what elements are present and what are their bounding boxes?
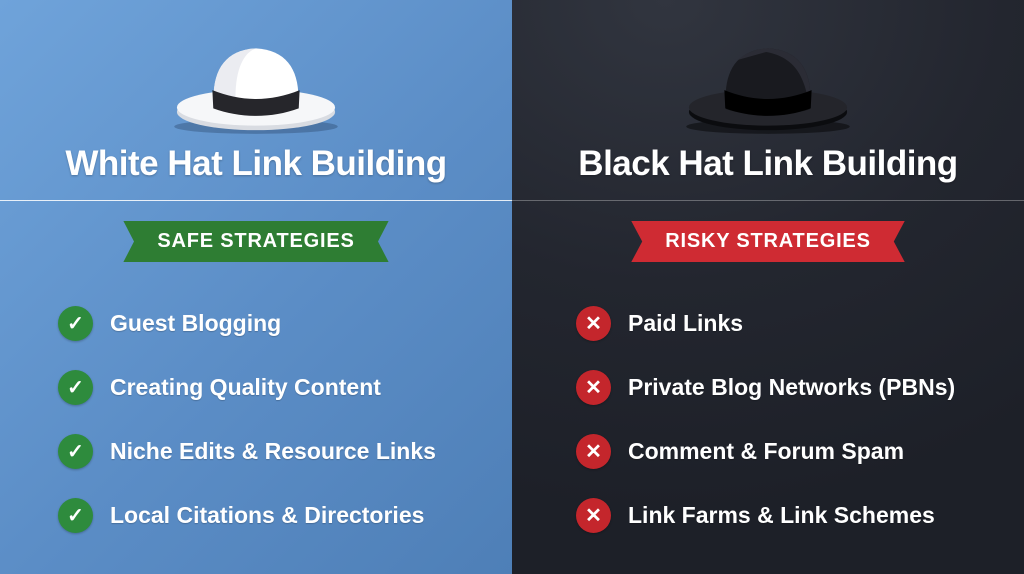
black-hat-title: Black Hat Link Building [578, 144, 958, 183]
list-item: ✕ Comment & Forum Spam [576, 434, 955, 469]
black-hat-icon [668, 26, 868, 138]
risky-strategies-list: ✕ Paid Links ✕ Private Blog Networks (PB… [576, 306, 955, 562]
list-item: ✓ Guest Blogging [58, 306, 436, 341]
white-hat-panel: White Hat Link Building SAFE STRATEGIES … [0, 0, 512, 574]
right-divider-line [512, 200, 1024, 201]
list-item: ✓ Local Citations & Directories [58, 498, 436, 533]
list-item: ✕ Private Blog Networks (PBNs) [576, 370, 955, 405]
strategy-label: Niche Edits & Resource Links [110, 438, 436, 464]
list-item: ✓ Creating Quality Content [58, 370, 436, 405]
strategy-label: Comment & Forum Spam [628, 438, 905, 464]
cross-icon: ✕ [576, 370, 611, 405]
strategy-label: Guest Blogging [110, 310, 282, 336]
cross-icon: ✕ [576, 434, 611, 469]
safe-strategies-badge: SAFE STRATEGIES [123, 221, 389, 262]
list-item: ✕ Paid Links [576, 306, 955, 341]
black-hat-panel: Black Hat Link Building RISKY STRATEGIES… [512, 0, 1024, 574]
cross-icon: ✕ [576, 498, 611, 533]
white-hat-title: White Hat Link Building [65, 144, 447, 183]
list-item: ✕ Link Farms & Link Schemes [576, 498, 955, 533]
check-icon: ✓ [58, 370, 93, 405]
safe-strategies-list: ✓ Guest Blogging ✓ Creating Quality Cont… [58, 306, 436, 562]
strategy-label: Private Blog Networks (PBNs) [628, 374, 956, 400]
check-icon: ✓ [58, 498, 93, 533]
list-item: ✓ Niche Edits & Resource Links [58, 434, 436, 469]
strategy-label: Link Farms & Link Schemes [628, 502, 935, 528]
strategy-label: Paid Links [628, 310, 744, 336]
strategy-label: Local Citations & Directories [110, 502, 425, 528]
check-icon: ✓ [58, 306, 93, 341]
risky-strategies-badge: RISKY STRATEGIES [631, 221, 905, 262]
white-hat-icon [156, 26, 356, 138]
strategy-label: Creating Quality Content [110, 374, 381, 400]
cross-icon: ✕ [576, 306, 611, 341]
check-icon: ✓ [58, 434, 93, 469]
left-divider-line [0, 200, 512, 201]
